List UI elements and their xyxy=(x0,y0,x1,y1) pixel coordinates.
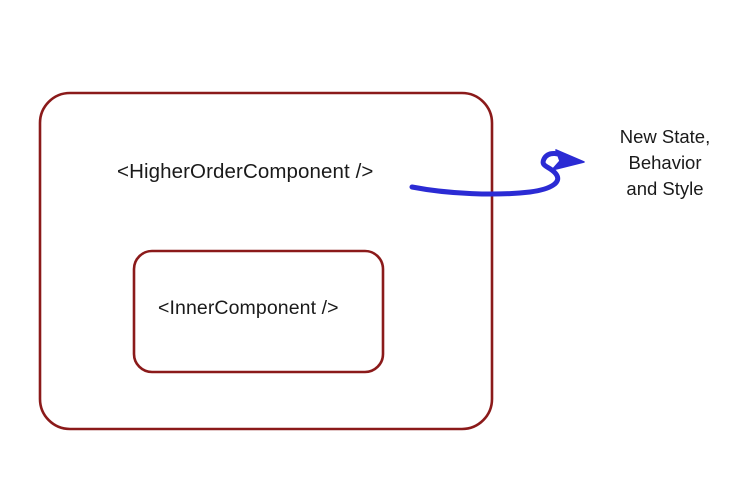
inner-component-label: <InnerComponent /> xyxy=(158,297,339,319)
annotation-line-2: Behavior xyxy=(628,152,702,173)
annotation-text-block: New State, Behavior and Style xyxy=(598,124,732,202)
inner-component-box[interactable] xyxy=(132,249,385,374)
curved-arrow xyxy=(409,149,585,197)
annotation-line-3: and Style xyxy=(626,178,704,199)
curved-arrow-path xyxy=(409,151,573,197)
higher-order-component-label: <HigherOrderComponent /> xyxy=(117,160,374,183)
arrow-head-icon xyxy=(551,149,585,171)
annotation-line-1: New State, xyxy=(619,126,711,147)
